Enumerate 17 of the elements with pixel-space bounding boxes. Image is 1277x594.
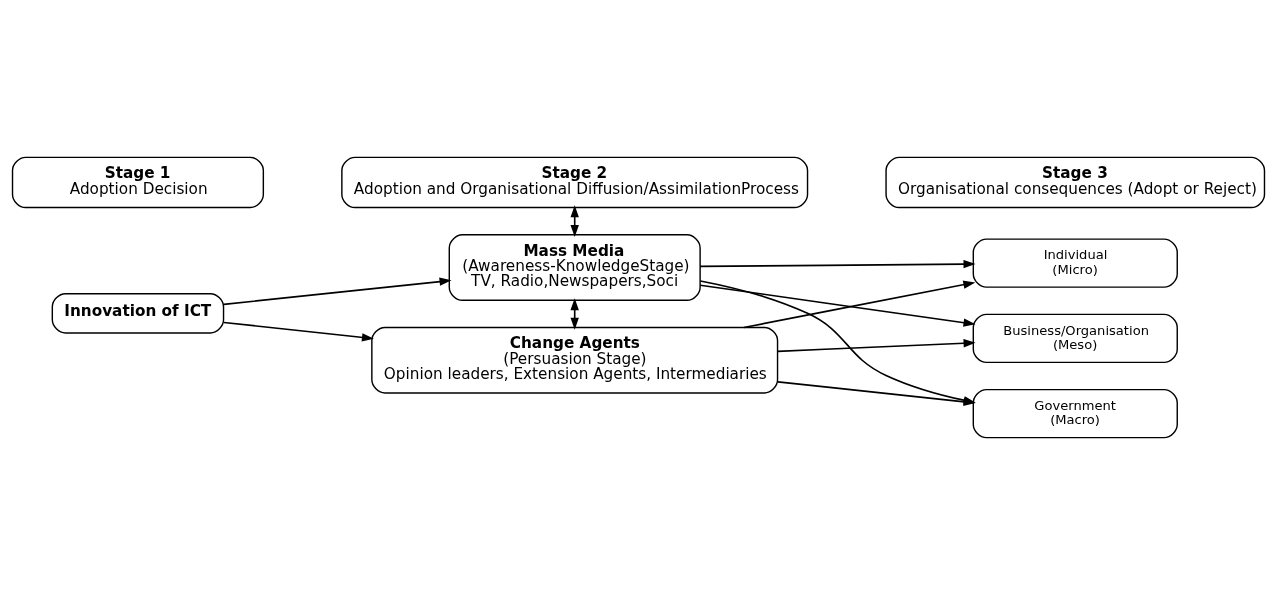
node-box: Government (Macro) xyxy=(972,388,1178,438)
node-box: Stage 1 Adoption Decision xyxy=(11,156,265,208)
node-box: Stage 3 Organisational consequences (Adopt or Reject) xyxy=(885,156,1266,208)
node-box: Business/Organisation (Meso) xyxy=(972,313,1178,363)
arrow xyxy=(699,283,976,327)
node-box: Change Agents (Persuasion Stage) Opinion leaders, Extension Agents, Intermediaries xyxy=(371,326,779,394)
arrow xyxy=(699,259,976,268)
node-box: Innovation of ICT xyxy=(51,292,225,334)
arrow xyxy=(223,276,452,305)
node-box: Mass Media (Awareness-KnowledgeStage) TV, Radio,Newspapers,Soci xyxy=(448,233,701,301)
arrow xyxy=(776,338,976,352)
node-box: Stage 2 Adoption and Organisational Diffusion/AssimilationProcess xyxy=(341,156,809,208)
arrow xyxy=(743,280,976,328)
arrow xyxy=(570,297,579,330)
arrow xyxy=(570,204,579,237)
node-box: Individual (Micro) xyxy=(972,237,1178,288)
arrow xyxy=(223,321,374,342)
